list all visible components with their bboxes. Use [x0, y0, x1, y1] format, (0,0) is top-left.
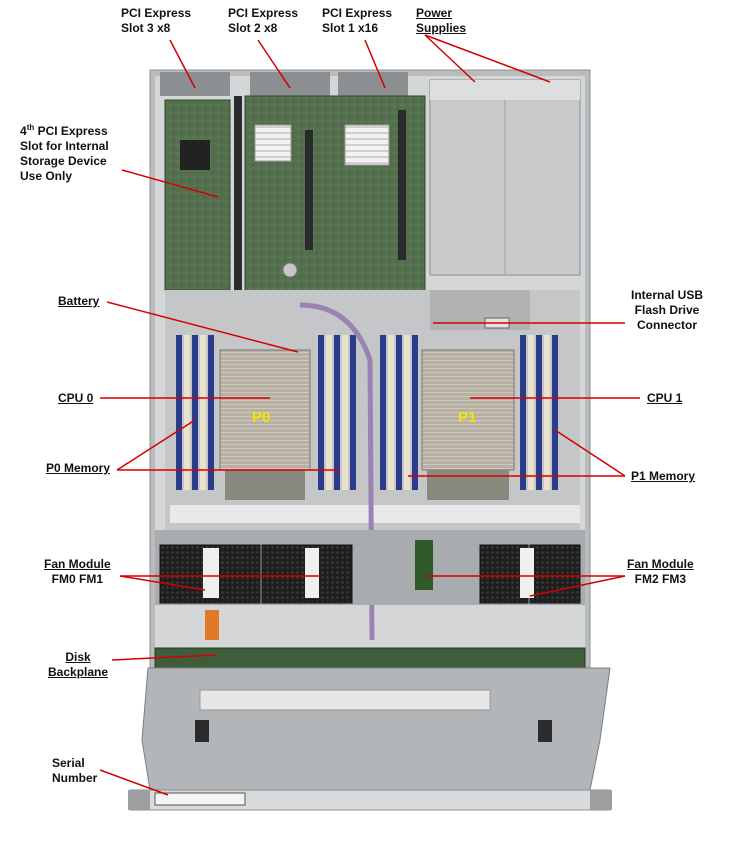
label-cpu1: CPU 1 [647, 391, 683, 405]
riser-connector [234, 96, 242, 296]
rack-ear-left [128, 790, 150, 810]
callout-serial [99, 769, 169, 796]
callout-power-1 [424, 34, 476, 83]
pci-slot-1-connector [398, 110, 406, 260]
pci-slot-3-bracket [160, 72, 230, 96]
fan-handle-mid [305, 548, 319, 598]
pci-slot-2-connector [305, 130, 313, 250]
cpu1-chip-label: P1 [458, 409, 477, 426]
fan-handle-right [520, 548, 534, 598]
battery-component [282, 262, 298, 278]
cpu1-heatsink [421, 349, 515, 471]
orange-cable [205, 610, 219, 640]
pci-slot-1-bracket [338, 72, 408, 96]
p1-dimms-left [380, 335, 418, 490]
label-cpu0: CPU 0 [58, 391, 94, 405]
serial-number-tag [154, 792, 246, 806]
callout-pci3 [169, 39, 196, 89]
latch-left [195, 720, 209, 742]
cable-bundle [299, 302, 375, 641]
callout-pci2 [257, 39, 291, 89]
callout-power-2 [424, 34, 551, 83]
cpu0-chip-label: P0 [252, 409, 271, 426]
rack-ear-right [590, 790, 612, 810]
power-supply-top [430, 80, 580, 100]
label-p0-memory: P0 Memory [46, 461, 111, 475]
callout-lines [99, 34, 640, 796]
cpu1-fins [427, 470, 509, 500]
p0-dimms-right [318, 335, 356, 490]
callout-fan-left-1 [119, 575, 206, 591]
callout-battery [106, 301, 299, 353]
callout-pci4 [121, 169, 219, 198]
disk-backplane-board [154, 647, 586, 669]
latch-right [538, 720, 552, 742]
pci-slot-2-bracket [250, 72, 330, 96]
motherboard-io [244, 95, 426, 297]
label-battery: Battery [58, 294, 100, 308]
cover-service-label [199, 689, 491, 711]
callout-p0mem-1 [116, 419, 196, 471]
usb-board [415, 540, 433, 590]
usb-area [430, 290, 530, 330]
callout-disk [111, 654, 216, 661]
controller-heatsink [344, 124, 390, 166]
fan-handle-left [203, 548, 219, 598]
chipset-heatsink [254, 124, 292, 162]
label-4th-pci-slot: 4th PCI Express Slot for Internal Storag… [20, 123, 109, 183]
cpu0-fins [225, 470, 305, 500]
label-p1-memory: P1 Memory [631, 469, 696, 483]
callout-p1mem-2 [554, 429, 626, 477]
p1-dimms-right [520, 335, 558, 490]
cpu0-heatsink [219, 349, 311, 471]
p0-dimms-left [176, 335, 214, 490]
callout-pci1 [364, 39, 386, 89]
riser-card-slot3 [164, 99, 231, 291]
dimm-label-strip [170, 505, 580, 523]
riser-chip [180, 140, 210, 170]
callout-fan-right-2 [529, 575, 626, 597]
